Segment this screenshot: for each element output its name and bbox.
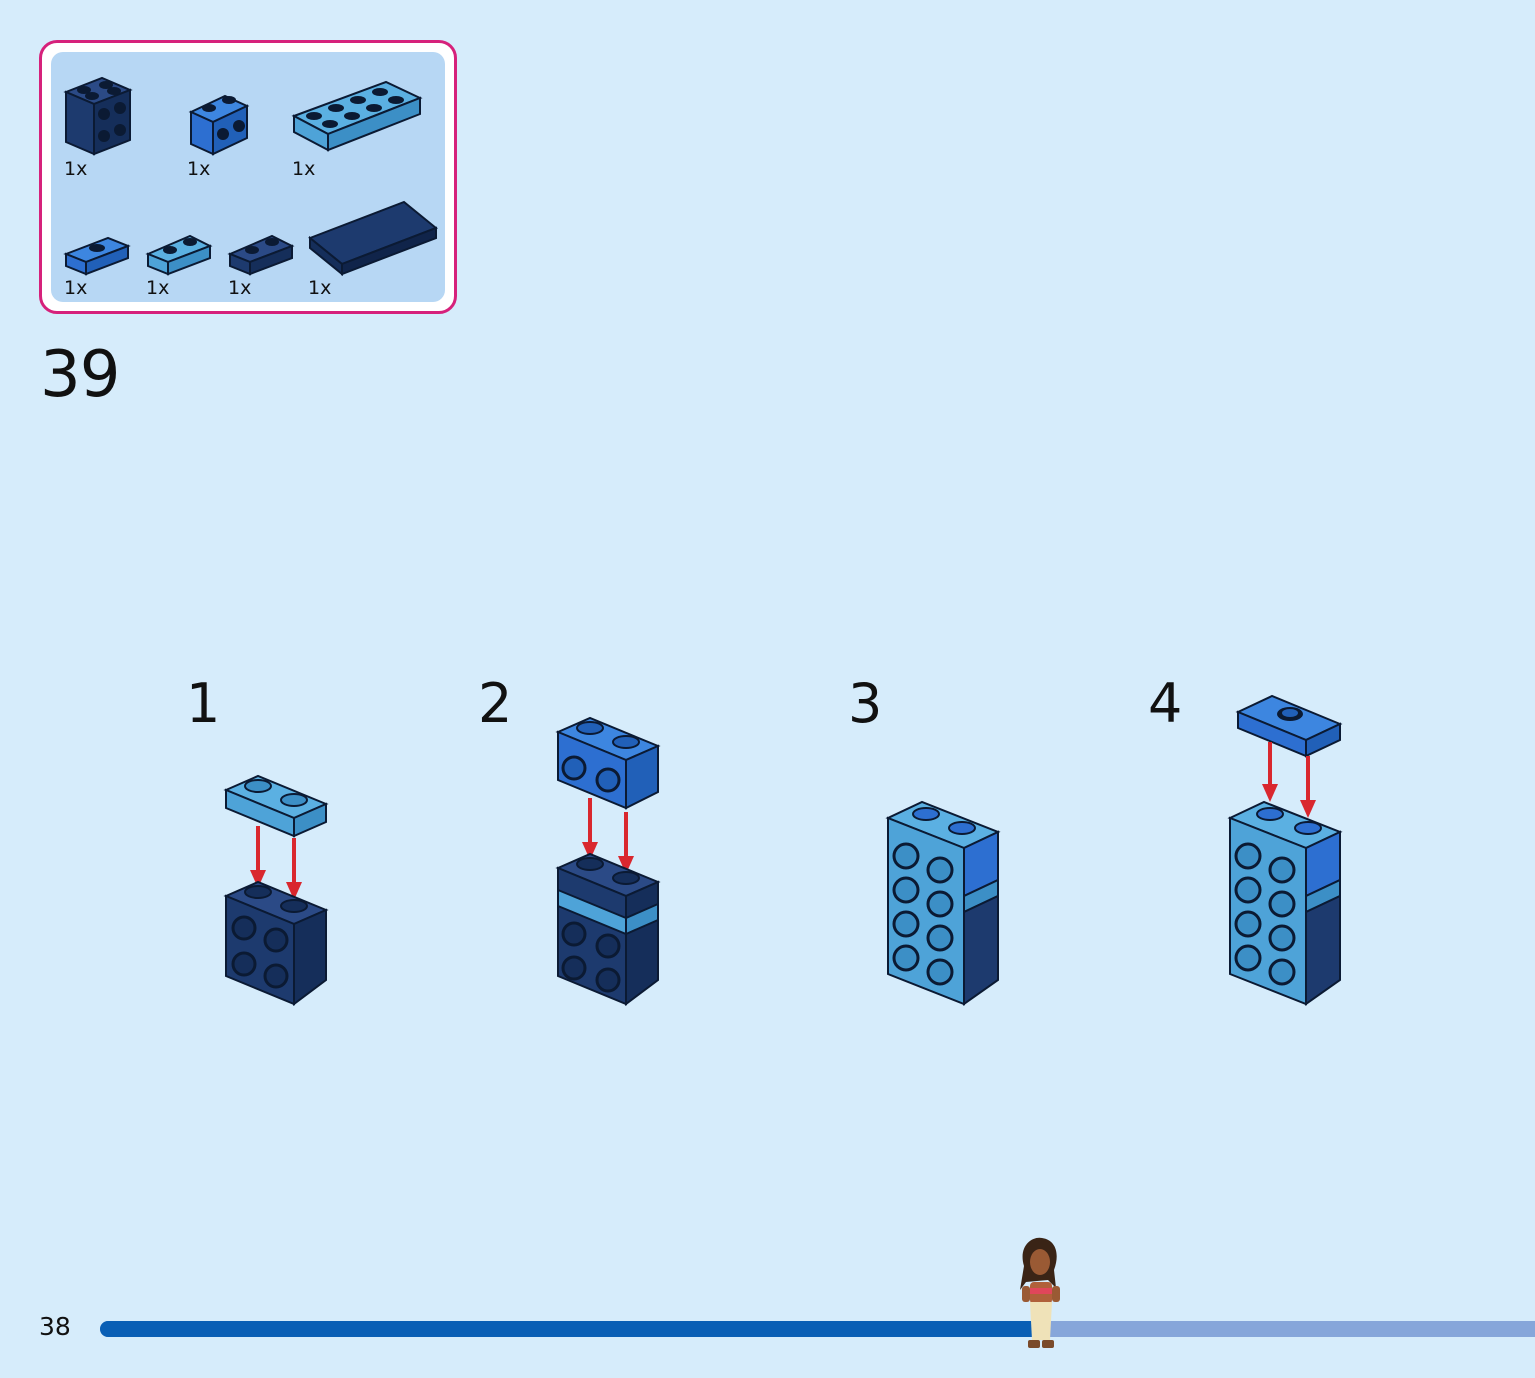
part-brick-2x2-dark-blue xyxy=(63,76,133,156)
part-qty: 1x xyxy=(228,277,252,299)
progress-bar-fill xyxy=(100,1321,1040,1337)
substep-1-build xyxy=(223,774,329,1006)
substep-number: 1 xyxy=(186,672,221,735)
substep-4-build xyxy=(1227,694,1343,1006)
page-number: 38 xyxy=(39,1312,71,1341)
part-qty: 1x xyxy=(146,277,170,299)
substep-number: 3 xyxy=(848,672,883,735)
substep-number: 2 xyxy=(478,672,513,735)
minifigure-icon xyxy=(1020,1237,1060,1348)
part-plate-2x4-azure xyxy=(291,80,423,152)
part-tile-2x4-dark-blue xyxy=(308,200,438,277)
part-plate-1x2-azure xyxy=(145,234,213,276)
part-qty: 1x xyxy=(187,158,211,180)
substep-2-build xyxy=(555,716,661,1006)
progress-bar xyxy=(100,1321,1535,1337)
substep-number: 4 xyxy=(1148,672,1183,735)
part-plate-jumper-blue xyxy=(63,236,131,276)
part-plate-1x2-dark-blue xyxy=(227,234,295,276)
part-qty: 1x xyxy=(292,158,316,180)
part-qty: 1x xyxy=(64,158,88,180)
substep-3-build xyxy=(885,800,1001,1006)
step-number: 39 xyxy=(40,338,120,412)
part-qty: 1x xyxy=(64,277,88,299)
part-brick-1x1-blue xyxy=(188,94,250,156)
part-qty: 1x xyxy=(308,277,332,299)
